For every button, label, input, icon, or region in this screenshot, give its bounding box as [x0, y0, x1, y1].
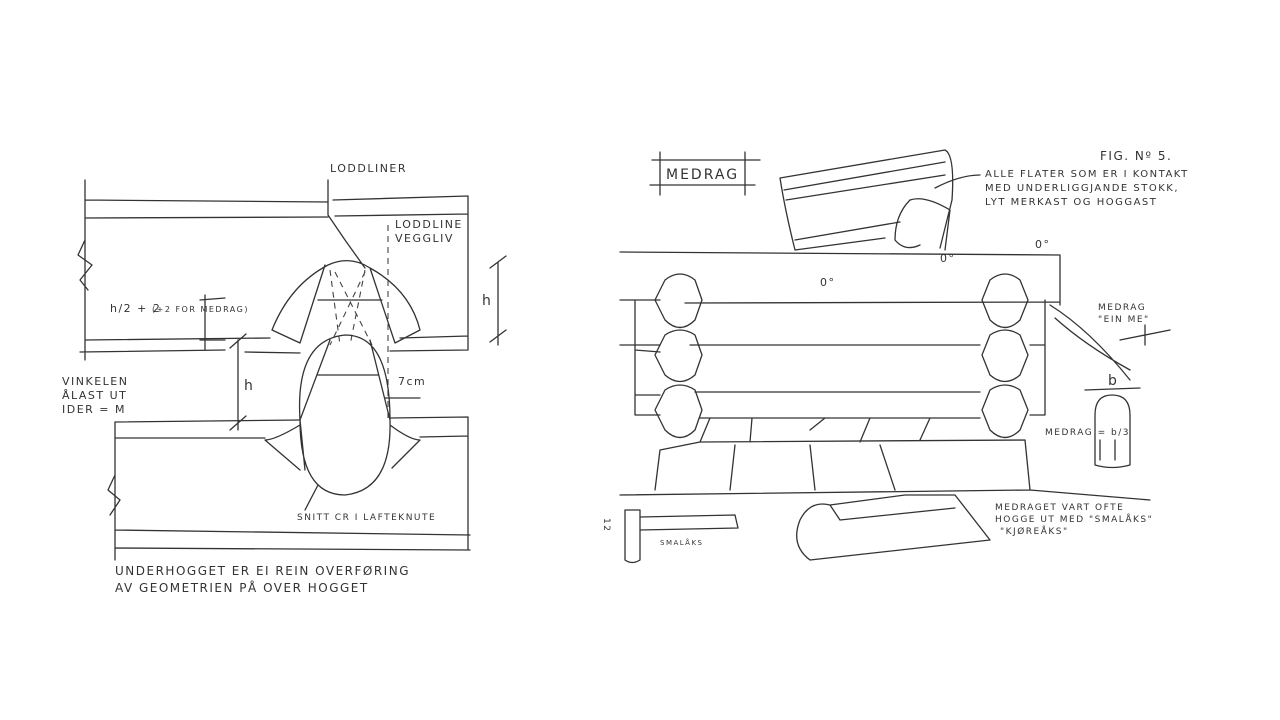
lifted-log — [779, 149, 981, 251]
angle-label-1: 0° — [820, 276, 836, 289]
figure-number: FIG. Nº 5. — [1100, 149, 1172, 163]
medrag-formula: MEDRAG = b/3 — [1045, 428, 1130, 438]
right-medrag-sketch: MEDRAG FIG. Nº 5. ALLE FLATER SOM ER I K… — [601, 149, 1189, 564]
tool-note-1: MEDRAG — [1098, 303, 1146, 313]
lower-log — [107, 416, 471, 561]
medrag-tool — [1049, 304, 1171, 381]
angle-label-3: 0° — [1035, 238, 1051, 251]
hewing-note-2: HOGGE UT MED "SMALÅKS" — [995, 513, 1153, 525]
wall-plumb-label-1: LODDLINE — [395, 218, 463, 231]
height-label-mid: h — [244, 378, 255, 394]
angle-note-3: IDER = M — [62, 403, 126, 416]
axe — [624, 509, 739, 564]
lower-notch — [264, 334, 421, 496]
contact-note-2: MED UNDERLIGGJANDE STOKK, — [985, 183, 1179, 194]
upper-notch — [271, 179, 421, 344]
title: MEDRAG — [666, 167, 739, 183]
angle-note-2: ÅLAST UT — [62, 389, 127, 402]
title-frame — [649, 151, 761, 196]
caption-line-2: AV GEOMETRIEN PÅ OVER HOGGET — [115, 580, 369, 595]
wall-logs — [619, 251, 1061, 416]
contact-note-3: LYT MERKAST OG HOGGAST — [985, 197, 1157, 208]
stone-foundation — [619, 417, 1151, 501]
width-label: b — [1108, 373, 1119, 389]
angle-note-1: VINKELEN — [62, 375, 128, 388]
wall-plumb-label-2: VEGGLIV — [395, 232, 454, 245]
plumb-lines-label: LODDLINER — [330, 162, 407, 175]
caption-line-1: UNDERHOGGET ER EI REIN OVERFØRING — [115, 564, 410, 578]
page-number: 12 — [601, 518, 611, 532]
offset-label: 7cm — [398, 375, 426, 388]
formula-note: (+2 FOR MEDRAG) — [152, 305, 249, 314]
dimension-lines — [199, 255, 507, 431]
section-label: SNITT CR I LAFTEKNUTE — [297, 513, 436, 523]
height-label-top: h — [482, 293, 493, 309]
axe-label: SMALÅKS — [660, 538, 704, 547]
angle-label-2: 0° — [940, 252, 956, 265]
upper-log — [77, 179, 469, 361]
tool-note-2: "EIN ME" — [1098, 315, 1150, 325]
formula-label: h/2 + 2 — [110, 302, 161, 315]
log-ends — [654, 273, 1029, 439]
section-leader — [304, 484, 319, 511]
medrag-profile — [1084, 387, 1141, 469]
left-log-joint-sketch: LODDLINER LODDLINE VEGGLIV h/2 + 2 (+2 F… — [62, 162, 507, 595]
hewn-log — [796, 494, 991, 561]
hewing-note-3: "KJØREÅKS" — [1000, 525, 1069, 537]
plumb-lines — [329, 225, 389, 420]
contact-note-1: ALLE FLATER SOM ER I KONTAKT — [985, 169, 1189, 180]
hewing-note-1: MEDRAGET VART OFTE — [995, 503, 1124, 513]
